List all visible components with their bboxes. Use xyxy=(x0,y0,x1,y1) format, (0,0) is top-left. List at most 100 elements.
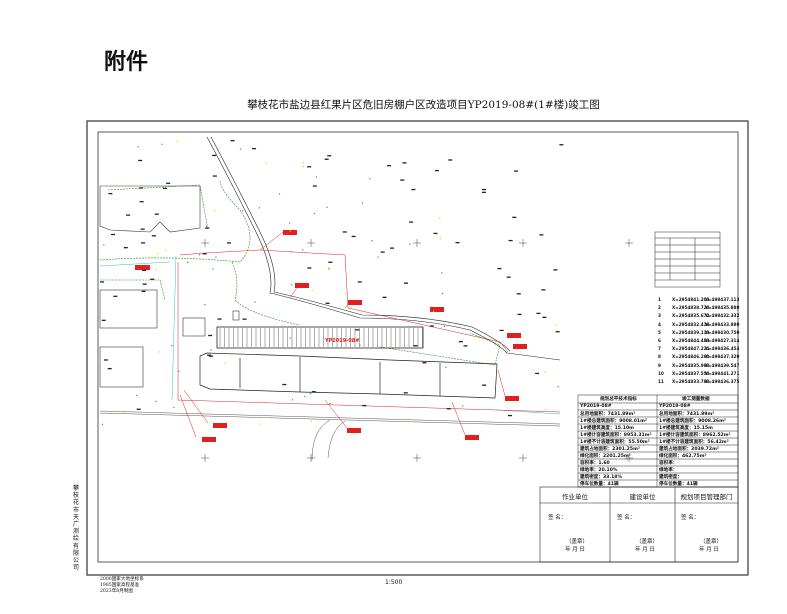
sig-sign-label: 签 名： xyxy=(617,515,636,521)
elevation-point xyxy=(555,331,560,333)
elevation-point xyxy=(208,355,213,357)
elevation-point xyxy=(217,318,222,320)
elevation-point xyxy=(512,216,517,218)
elevation-point xyxy=(204,304,206,306)
tech-right-row: 容积率： xyxy=(659,461,678,466)
sig-date: 年 月 日 xyxy=(699,547,719,553)
coordinate-y: Y=498441.271 xyxy=(705,370,740,376)
elevation-point xyxy=(154,213,159,215)
elevation-point xyxy=(445,366,447,369)
elevation-point xyxy=(101,319,106,321)
road xyxy=(99,410,561,461)
tech-right-row: YP2019-08# xyxy=(659,404,691,409)
tech-left-row: 1#楼计容建筑面积：8953.31m² xyxy=(580,433,652,438)
elevation-point xyxy=(553,269,558,271)
elevation-point xyxy=(224,362,226,364)
elevation-point xyxy=(433,310,435,312)
elevation-point xyxy=(302,249,304,251)
elevation-point xyxy=(173,406,175,409)
elevation-point xyxy=(230,140,235,142)
elevation-point xyxy=(254,301,256,303)
elevation-point xyxy=(307,267,312,269)
elevation-point xyxy=(162,187,167,190)
elevation-point xyxy=(100,281,105,283)
scale-label: 1:500 xyxy=(385,579,403,586)
coordinate-x: X=2954837.550 xyxy=(672,370,710,376)
coordinate-x: X=2954832.418 xyxy=(672,321,710,327)
elevation-point xyxy=(434,169,439,172)
elevation-point xyxy=(155,268,157,271)
elevation-point xyxy=(171,345,173,347)
tech-right-row: 建筑密度： xyxy=(659,475,682,480)
elevation-point xyxy=(302,161,304,164)
elevation-point xyxy=(151,235,156,237)
elevation-point xyxy=(328,267,330,269)
elevation-point xyxy=(139,187,144,189)
elevation-point xyxy=(439,217,441,219)
elevation-point xyxy=(208,334,213,337)
elevation-point xyxy=(506,276,511,278)
elevation-point xyxy=(342,231,347,233)
coordinate-n: 7 xyxy=(658,346,661,352)
elevation-point xyxy=(508,239,513,242)
elevation-point xyxy=(507,414,512,417)
coordinate-x: X=2954846.260 xyxy=(672,354,710,360)
elevation-point xyxy=(351,235,356,238)
elevation-point xyxy=(198,254,201,256)
main-building xyxy=(199,352,498,399)
elevation-point xyxy=(311,289,313,292)
elevation-point xyxy=(103,359,108,361)
elevation-point xyxy=(516,340,518,342)
sig-sign-label: 签 名： xyxy=(681,515,700,521)
sig-stamp: （盖章） xyxy=(566,539,589,545)
coordinate-y: Y=498436.454 xyxy=(705,346,740,352)
elevation-point xyxy=(311,391,316,393)
elevation-point xyxy=(126,214,131,216)
vegetation xyxy=(99,179,501,366)
coordinate-y: Y=498437.320 xyxy=(705,354,740,360)
tech-right-row: 1#楼计容建筑面积：8962.52m² xyxy=(659,433,731,438)
elevation-point xyxy=(313,212,316,215)
elevation-point xyxy=(312,185,317,187)
tech-left-row: 建筑占地面积：2301.25m² xyxy=(580,447,640,452)
elevation-point xyxy=(387,165,392,167)
elevation-point xyxy=(136,394,138,397)
drawing-date-note: 2023年8月制图 xyxy=(100,589,133,594)
elevation-point xyxy=(137,146,139,148)
elevation-point xyxy=(176,140,179,143)
elevation-point xyxy=(202,253,207,255)
attachment-label: 附件 xyxy=(104,50,149,75)
elevation-point xyxy=(422,362,427,364)
elevation-point xyxy=(138,159,143,162)
elevation-point xyxy=(158,351,160,353)
elevation-point xyxy=(123,412,125,414)
tech-right-row: 绿化面积：462.75m² xyxy=(659,454,707,459)
elevation-point xyxy=(326,206,328,208)
elevation-point xyxy=(539,234,544,236)
sig-stamp: （盖章） xyxy=(700,539,723,545)
elevation-point xyxy=(382,296,387,299)
elevation-point xyxy=(441,272,443,274)
coordinate-y: Y=498439.547 xyxy=(705,362,740,368)
coordinate-x: X=2954835.672 xyxy=(672,313,710,319)
elevation-point xyxy=(101,423,103,425)
elevation-point xyxy=(409,221,414,223)
coordinate-n: 4 xyxy=(658,321,661,327)
elevation-point xyxy=(542,316,547,318)
elevation-point xyxy=(205,225,208,228)
elevation-point xyxy=(545,408,547,410)
coordinate-n: 3 xyxy=(658,313,661,319)
elevation-point xyxy=(214,209,216,211)
elevation-point xyxy=(140,228,145,230)
elevation-point xyxy=(239,148,242,150)
red-boundary xyxy=(177,231,561,413)
elevation-point xyxy=(309,392,312,395)
tech-left-row: 1#楼建筑高度：15.10m xyxy=(580,426,634,431)
elevation-datum-note: 1985国家高程基准 xyxy=(100,583,140,588)
tech-right-row: 1#楼总建筑面积：9008.26m² xyxy=(659,419,726,424)
elevation-point xyxy=(205,227,210,229)
sig-stamp: （盖章） xyxy=(636,539,659,545)
area-table xyxy=(654,231,721,288)
sig-header-construction-unit: 建设单位 xyxy=(629,493,656,501)
coordinate-n: 9 xyxy=(658,362,661,368)
